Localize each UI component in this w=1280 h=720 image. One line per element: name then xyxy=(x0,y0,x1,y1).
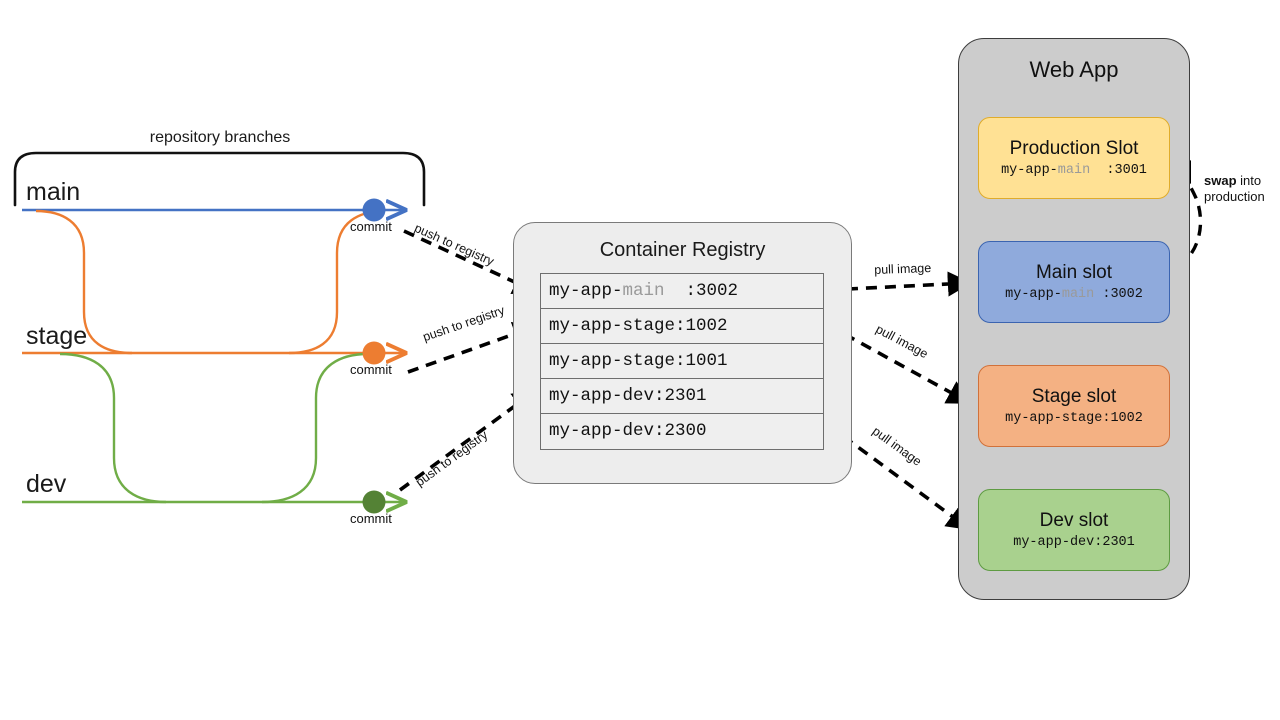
registry-row[interactable]: my-app-stage:1002 xyxy=(541,309,823,344)
slot-image-tag: :3001 xyxy=(1106,162,1147,178)
slot-image-prefix: my-app- xyxy=(1005,410,1062,426)
commit-dot-main xyxy=(362,198,386,222)
slot-image-tag: :2301 xyxy=(1094,534,1135,550)
registry-row[interactable]: my-app-dev:2300 xyxy=(541,414,823,449)
registry-row[interactable]: my-app-main :3002 xyxy=(541,274,823,309)
slot-dev-name: Dev slot xyxy=(1039,510,1109,532)
slot-image-branch: main xyxy=(1061,286,1095,302)
registry-row-gap xyxy=(665,281,686,301)
slot-main-name: Main slot xyxy=(1035,262,1113,284)
slot-image-branch: stage xyxy=(1061,410,1103,426)
registry-row-branch: dev xyxy=(622,421,655,441)
registry-row-prefix: my-app- xyxy=(549,386,623,406)
slot-stage-image: my-app-stage:1002 xyxy=(1005,411,1143,426)
slot-main[interactable]: Main slot my-app-main :3002 xyxy=(978,241,1170,323)
registry-row-branch: stage xyxy=(622,316,676,336)
registry-row-tag: :2301 xyxy=(654,386,707,406)
registry-row-tag: :2300 xyxy=(654,421,707,441)
slot-stage-name: Stage slot xyxy=(1031,386,1117,408)
branch-curve-stage-left xyxy=(35,209,133,355)
commit-label-main: commit xyxy=(350,219,392,234)
registry-row-prefix: my-app- xyxy=(549,316,623,336)
slot-main-image: my-app-main :3002 xyxy=(1005,287,1143,302)
branch-curve-dev-left xyxy=(59,352,167,504)
registry-row-tag: :1002 xyxy=(675,316,728,336)
slot-image-tag: :1002 xyxy=(1102,410,1143,426)
push-arrow-dev xyxy=(398,389,537,492)
commit-dot-dev xyxy=(362,490,386,514)
branch-curve-dev-right xyxy=(261,352,369,504)
registry-row-prefix: my-app- xyxy=(549,351,623,371)
registry-row-tag: :3002 xyxy=(685,281,739,301)
branch-label-main: main xyxy=(26,178,81,206)
slot-production[interactable]: Production Slot my-app-main :3001 xyxy=(978,117,1170,199)
registry-row[interactable]: my-app-dev:2301 xyxy=(541,379,823,414)
commit-label-stage: commit xyxy=(350,362,392,377)
registry-row-tag: :1001 xyxy=(675,351,728,371)
registry-row-branch: stage xyxy=(622,351,676,371)
container-registry-title: Container Registry xyxy=(599,239,766,261)
swap-label-line2: production xyxy=(1204,189,1265,205)
slot-stage[interactable]: Stage slot my-app-stage:1002 xyxy=(978,365,1170,447)
slot-image-branch: main xyxy=(1057,162,1091,178)
swap-label-rest: into xyxy=(1236,173,1262,188)
slot-image-prefix: my-app- xyxy=(1001,162,1058,178)
swap-label: swap into production xyxy=(1204,173,1265,206)
slot-image-prefix: my-app- xyxy=(1013,534,1070,550)
web-app-title: Web App xyxy=(1029,57,1119,82)
commit-label-dev: commit xyxy=(350,511,392,526)
branch-label-stage: stage xyxy=(26,322,88,350)
branch-label-dev: dev xyxy=(26,470,67,498)
slot-dev[interactable]: Dev slot my-app-dev:2301 xyxy=(978,489,1170,571)
push-arrow-stage xyxy=(407,321,538,374)
registry-row-branch: main xyxy=(622,281,665,301)
pull-arrow-label-main: pull image xyxy=(874,261,932,277)
slot-production-name: Production Slot xyxy=(1009,138,1139,160)
slot-image-gap xyxy=(1090,163,1106,178)
slot-image-branch: dev xyxy=(1069,534,1095,550)
repository-bracket-label: repository branches xyxy=(149,129,291,146)
slot-dev-image: my-app-dev:2301 xyxy=(1013,535,1135,550)
slot-image-prefix: my-app- xyxy=(1005,286,1062,302)
swap-label-bold: swap xyxy=(1204,173,1237,188)
slot-production-image: my-app-main :3001 xyxy=(1001,163,1147,178)
push-arrow-main xyxy=(403,229,538,294)
branch-curve-stage-right xyxy=(288,209,386,355)
slot-image-tag: :3002 xyxy=(1102,286,1143,302)
commit-dot-stage xyxy=(362,341,386,365)
repository-bracket xyxy=(13,151,426,207)
registry-row-prefix: my-app- xyxy=(549,281,623,301)
registry-row-prefix: my-app- xyxy=(549,421,623,441)
registry-row-branch: dev xyxy=(622,386,655,406)
registry-row[interactable]: my-app-stage:1001 xyxy=(541,344,823,379)
registry-image-table: my-app-main :3002 my-app-stage:1002 my-a… xyxy=(540,273,824,450)
